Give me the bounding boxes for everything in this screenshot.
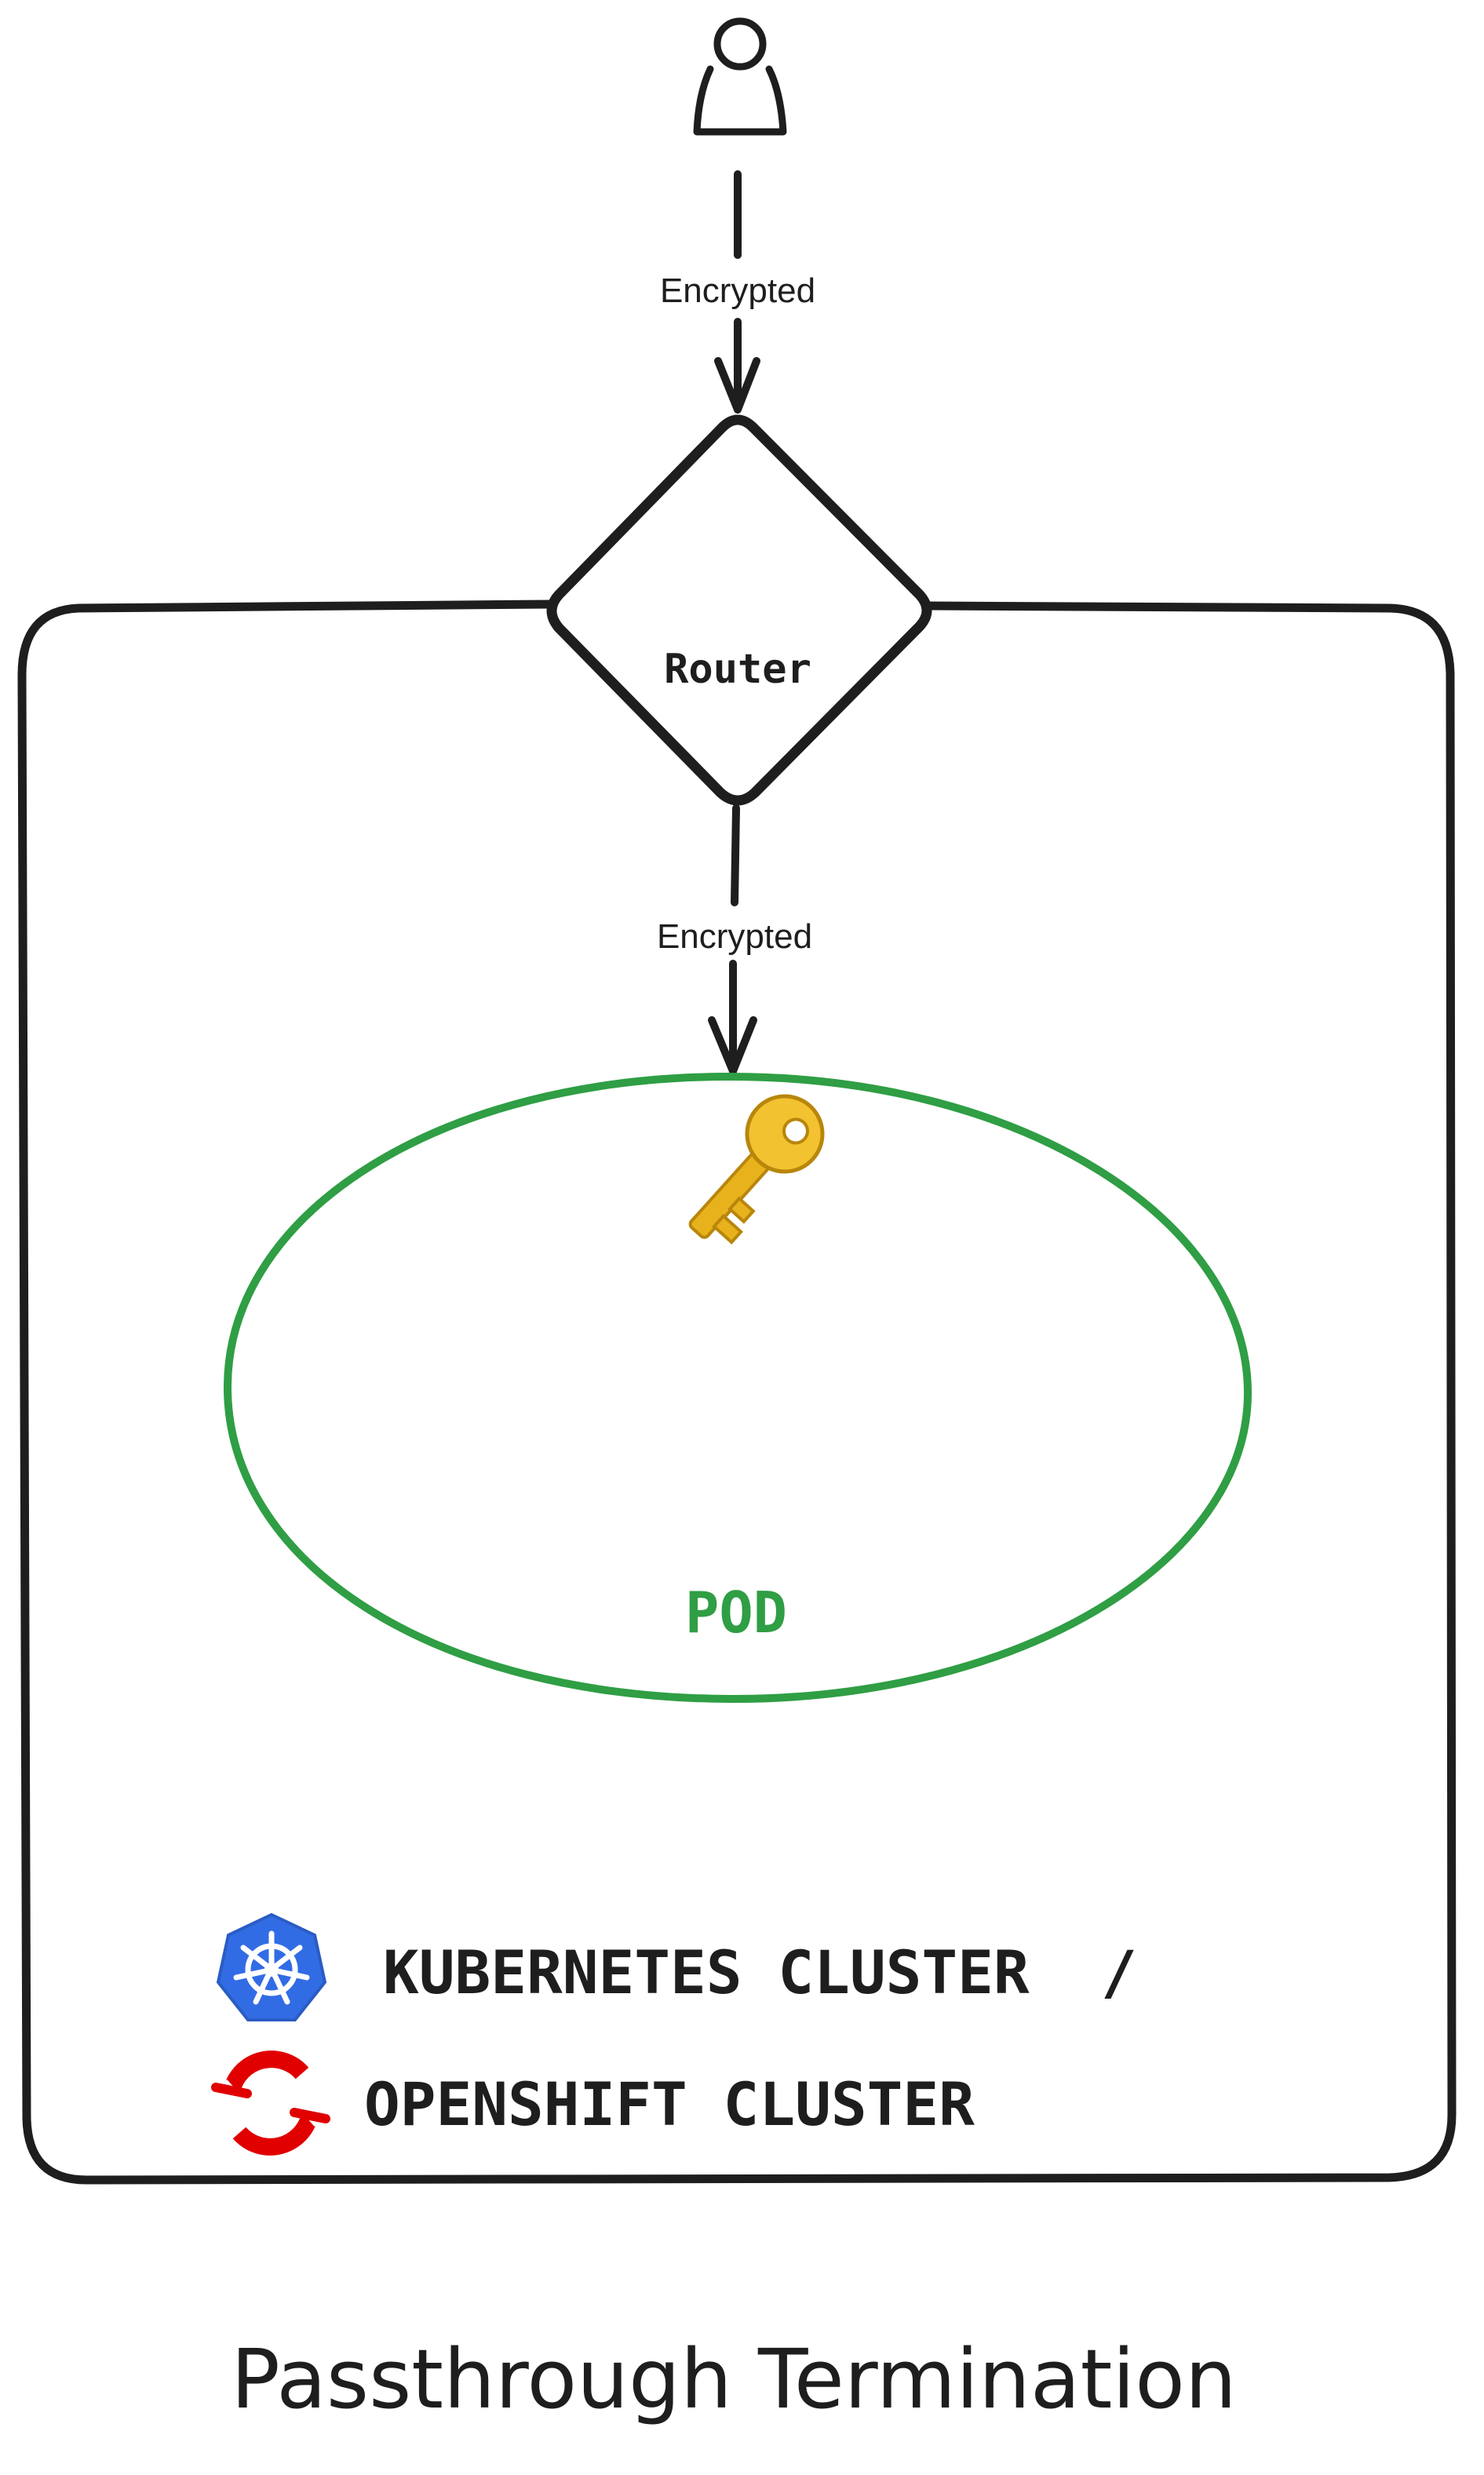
edge-label-user-router: Encrypted	[660, 272, 815, 310]
kubernetes-logo-icon	[216, 1912, 327, 2021]
edge-label-router-pod: Encrypted	[657, 917, 812, 956]
openshift-logo-icon	[211, 2050, 330, 2156]
cluster-label-openshift: OPENSHIFT CLUSTER	[364, 2069, 975, 2139]
pod-label: POD	[685, 1580, 787, 1646]
router-label: Router	[664, 646, 811, 693]
cluster-label-kubernetes: KUBERNETES CLUSTER /	[383, 1937, 1137, 2007]
diagram-title: Passthrough Termination	[231, 2331, 1237, 2427]
edge-router-pod	[708, 804, 757, 1075]
key-icon	[688, 1094, 825, 1245]
user-icon	[693, 17, 787, 136]
router-node	[546, 414, 932, 806]
cluster-boundary	[17, 600, 1457, 2185]
edge-user-router	[714, 170, 760, 414]
pod-node	[223, 1072, 1252, 1704]
